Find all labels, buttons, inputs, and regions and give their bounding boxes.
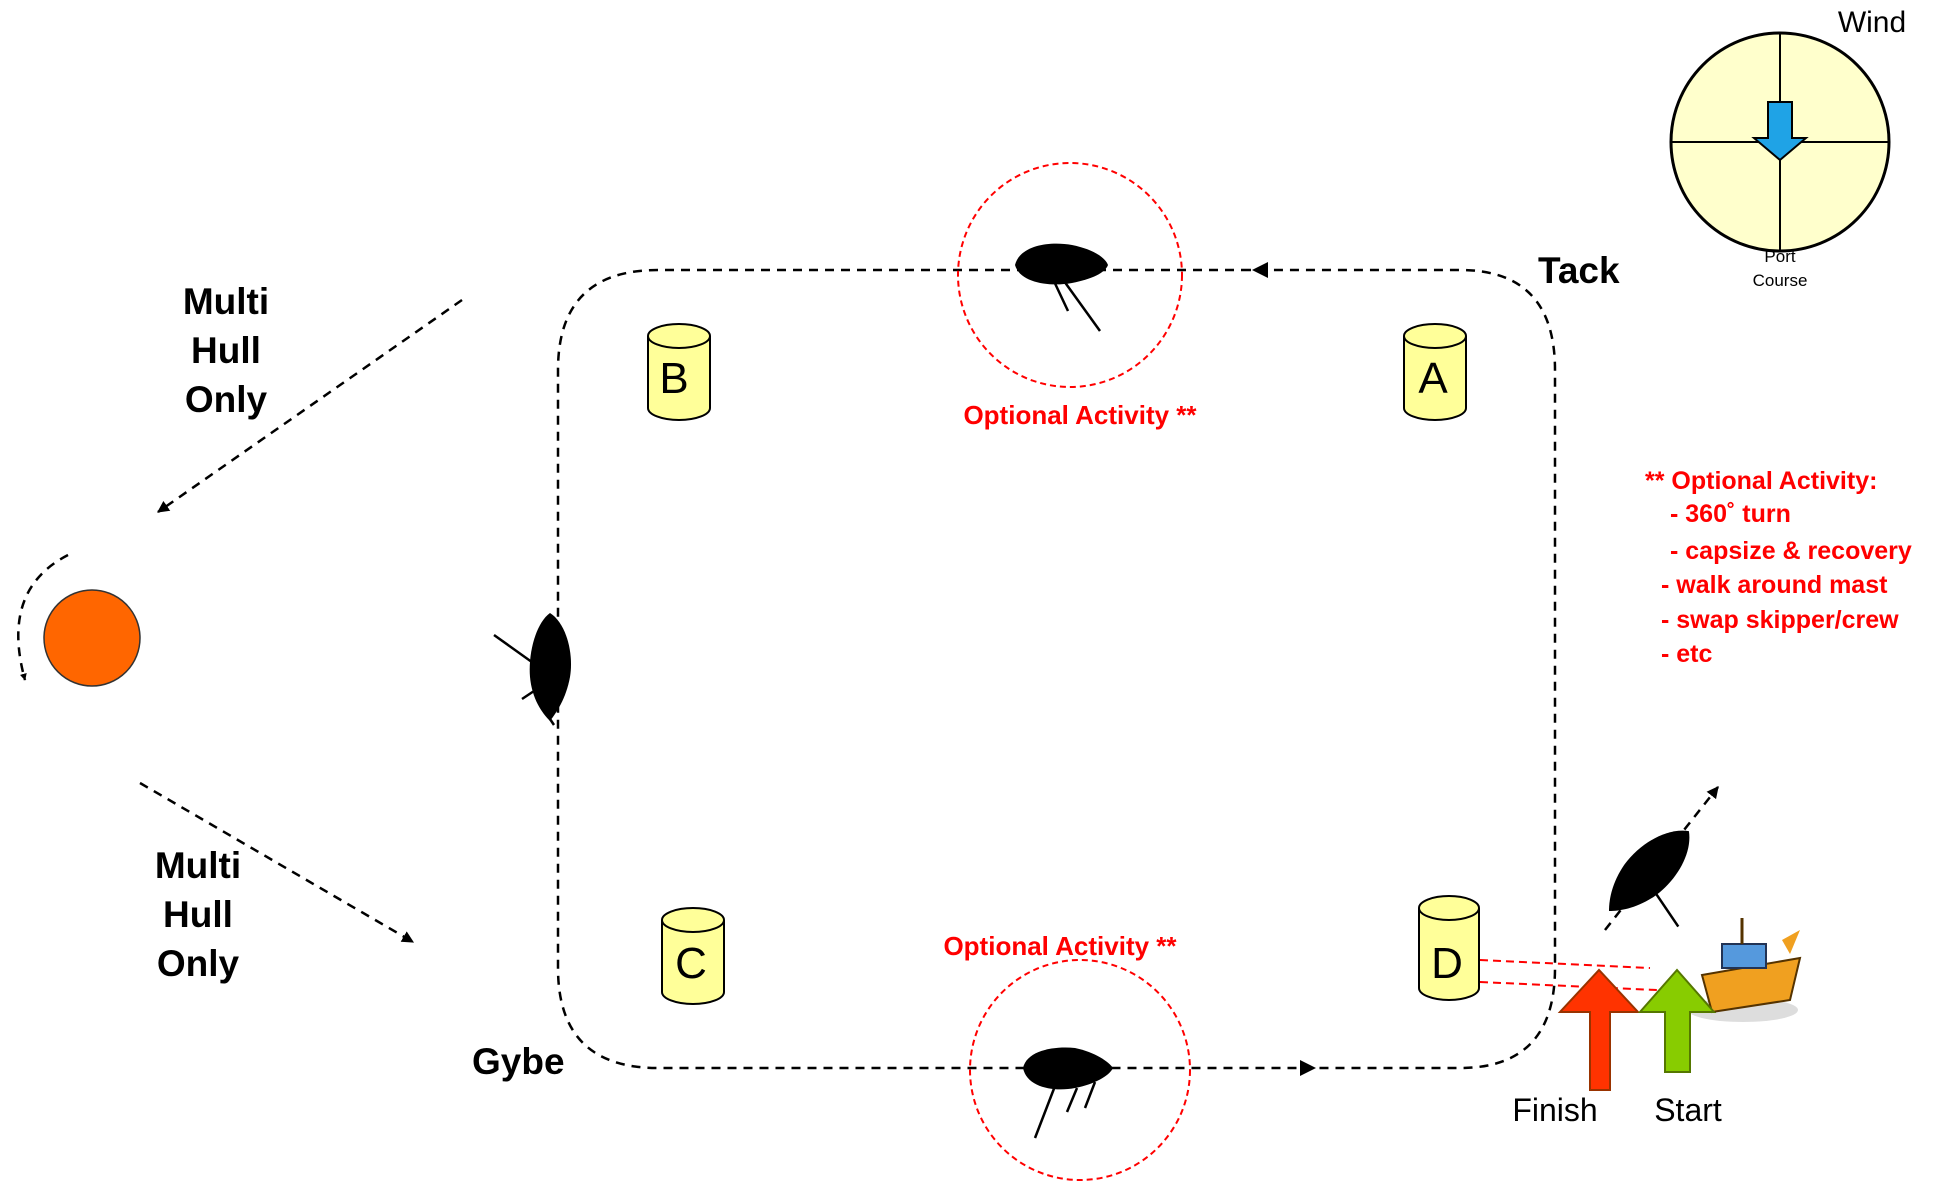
- notes-item: - etc: [1661, 640, 1713, 668]
- gybe-label: Gybe: [472, 1041, 565, 1082]
- mark-d-label: D: [1431, 939, 1463, 988]
- mark-d: D: [1418, 895, 1480, 1001]
- start-heading-arrow: [1604, 786, 1719, 931]
- course-arrow-top: [1252, 262, 1268, 278]
- optional-activity-circle-bottom: [969, 959, 1191, 1181]
- notes-item: - capsize & recovery: [1670, 537, 1912, 565]
- multihull-arrow-in: [157, 298, 463, 514]
- start-arrow-icon: [1637, 968, 1717, 1073]
- dinghy-icon-left: [493, 613, 572, 726]
- multihull-bottom-line1: Multi: [155, 845, 241, 886]
- notes-item: - 360˚ turn: [1670, 500, 1791, 528]
- tack-label: Tack: [1538, 250, 1620, 291]
- notes-heading: ** Optional Activity:: [1645, 467, 1877, 495]
- notes-item: - swap skipper/crew: [1661, 606, 1899, 634]
- course-path: [556, 262, 1557, 1076]
- dinghy-icon-bottom: [1023, 1047, 1113, 1139]
- multihull-top-line3: Only: [185, 379, 268, 420]
- mark-a-label: A: [1418, 354, 1448, 403]
- wind-course-line1: Port: [1764, 247, 1795, 266]
- start-label: Start: [1654, 1092, 1722, 1128]
- finish-arrow-icon: [1557, 968, 1641, 1091]
- wind-direction-arrow-icon: [1751, 101, 1809, 162]
- multihull-bottom-line2: Hull: [163, 894, 233, 935]
- wind-indicator: Wind Port Course: [1669, 6, 1906, 290]
- buoy-rounding-arrow: [17, 553, 69, 681]
- wind-label: Wind: [1838, 6, 1906, 39]
- multihull-arrow-out: [139, 781, 415, 944]
- mark-c-label: C: [675, 939, 707, 988]
- dinghy-icon-start: [1608, 830, 1690, 928]
- optional-activity-notes: ** Optional Activity: - 360˚ turn - caps…: [1645, 467, 1912, 668]
- optional-activity-top-label: Optional Activity **: [963, 400, 1197, 430]
- multihull-buoy: [43, 589, 141, 687]
- finish-label: Finish: [1512, 1092, 1597, 1128]
- multihull-top-line2: Hull: [191, 330, 261, 371]
- multihull-bottom-line3: Only: [157, 943, 240, 984]
- committee-boat-icon: [1688, 918, 1802, 1022]
- start-line-upper: [1479, 959, 1651, 969]
- mark-b: B: [647, 323, 711, 421]
- mark-c: C: [661, 907, 725, 1005]
- mark-a: A: [1403, 323, 1467, 421]
- notes-item: - walk around mast: [1661, 571, 1888, 599]
- optional-activity-bottom-label: Optional Activity **: [943, 931, 1177, 961]
- mark-b-label: B: [659, 354, 688, 403]
- dinghy-icon-top: [1015, 243, 1108, 332]
- course-arrow-bottom: [1300, 1060, 1316, 1076]
- multihull-top-line1: Multi: [183, 281, 269, 322]
- optional-activity-circle-top: [957, 162, 1183, 388]
- wind-course-line2: Course: [1753, 271, 1808, 290]
